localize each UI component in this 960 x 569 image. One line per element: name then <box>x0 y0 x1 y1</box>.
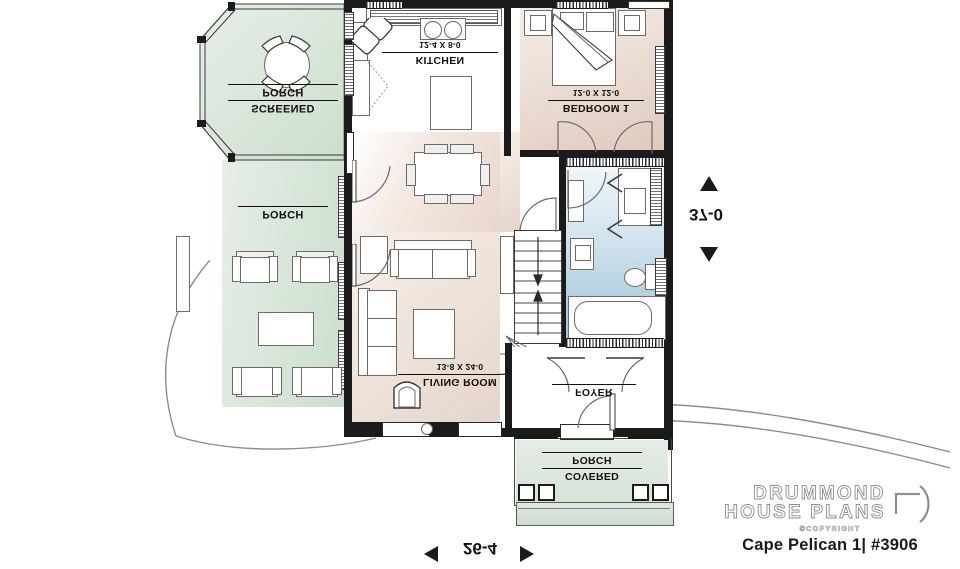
bath-door-marker-1 <box>606 173 623 193</box>
branding-block: DRUMMOND HOUSE PLANS ©COPYRIGHT Cape Pel… <box>712 480 948 555</box>
porch-column-4 <box>652 484 669 501</box>
foyer-door-swing-right <box>606 357 645 393</box>
exterior-wall-right <box>664 0 673 450</box>
window-kitchen-side-2 <box>344 44 354 96</box>
under-stair-closet <box>500 236 514 294</box>
front-door-knob <box>421 423 433 435</box>
kitchen-sink-bowl-right <box>444 21 462 39</box>
brand-line-2: HOUSE PLANS <box>724 502 886 523</box>
nightstand-left <box>524 10 552 36</box>
staircase <box>514 230 562 344</box>
nightstand-left-lamp <box>530 15 546 31</box>
bath-shower-base <box>624 188 646 214</box>
porch-balustrade <box>176 236 190 312</box>
window-bath-lower <box>566 338 664 348</box>
window-bath-side <box>655 258 667 296</box>
label-bedroom-1: BEDROOM 1 12-0 X 12-0 <box>548 88 644 114</box>
kitchen-fridge <box>352 18 393 55</box>
exterior-wall-left <box>344 0 352 436</box>
bed-pillow-right <box>586 12 614 32</box>
living-fireplace <box>393 381 421 409</box>
door-swing-screened-porch <box>352 160 391 203</box>
label-covered-porch: COVERED PORCH <box>542 452 642 482</box>
entry-door <box>560 424 614 440</box>
dimension-depth-text: 37-0 <box>688 205 724 224</box>
wall-foyer-left <box>505 343 512 433</box>
porch-coffee-table <box>258 312 314 346</box>
wall-bedroom-left <box>504 0 511 156</box>
window-bedroom-rear-2 <box>628 1 670 9</box>
window-kitchen-rear <box>366 1 402 9</box>
window-bedroom-side <box>655 46 665 114</box>
bath-door-swing <box>567 170 607 209</box>
porch-chairs <box>261 35 311 93</box>
bedroom-closet-swing <box>613 121 653 154</box>
entry-door-swing <box>577 393 616 431</box>
bedroom-door-swing <box>557 121 597 154</box>
label-porch: PORCH <box>238 206 328 220</box>
brand-line-1: DRUMMOND <box>753 482 886 504</box>
dimension-width-text: 26-4 <box>462 539 498 558</box>
label-kitchen: KITCHEN 12-4 X 8-0 <box>382 40 498 66</box>
living-coffee-table <box>413 309 455 359</box>
bathtub <box>574 301 652 335</box>
door-swing-porch <box>352 244 391 287</box>
driveway-path <box>650 403 950 469</box>
kitchen-sink-bowl-left <box>424 21 442 39</box>
window-kitchen-side <box>344 12 354 40</box>
kitchen-island <box>430 76 472 130</box>
wall-bedroom-front <box>520 150 672 157</box>
nightstand-right-lamp <box>624 15 640 31</box>
drummond-logo-icon <box>894 485 930 523</box>
room-porch <box>222 160 344 407</box>
label-foyer: FOYER <box>552 384 636 398</box>
kitchen-appliance-swing <box>368 62 389 113</box>
porch-step-line <box>518 508 670 510</box>
bed-blanket-fold <box>551 13 613 71</box>
living-front-window-group <box>352 420 502 437</box>
wall-porch-door-upper <box>346 132 354 174</box>
porch-column-1 <box>518 484 535 501</box>
window-bath-upper <box>566 157 664 167</box>
screened-porch-rails <box>197 2 344 162</box>
bath-door-marker-2 <box>606 219 623 239</box>
stair-door-swing <box>519 197 557 232</box>
bath-vanity <box>570 238 594 270</box>
window-bedroom-rear <box>556 1 608 9</box>
bath-sink <box>575 245 591 261</box>
plan-name: Cape Pelican 1| #3906 <box>742 536 918 554</box>
front-walk-path <box>165 260 377 450</box>
porch-steps <box>516 502 674 526</box>
brand-copyright: ©COPYRIGHT <box>799 526 861 534</box>
porch-column-2 <box>538 484 555 501</box>
porch-beam-right <box>628 430 672 439</box>
toilet-bowl <box>624 268 646 287</box>
porch-column-3 <box>632 484 649 501</box>
area-dining-ext <box>500 132 520 232</box>
foyer-door-swing-left <box>546 357 585 393</box>
bath-shower-glass <box>650 168 662 226</box>
label-screened-porch: SCREENED PORCH <box>228 84 338 114</box>
wall-bath-left <box>559 157 566 347</box>
porch-beam-left <box>514 430 558 439</box>
